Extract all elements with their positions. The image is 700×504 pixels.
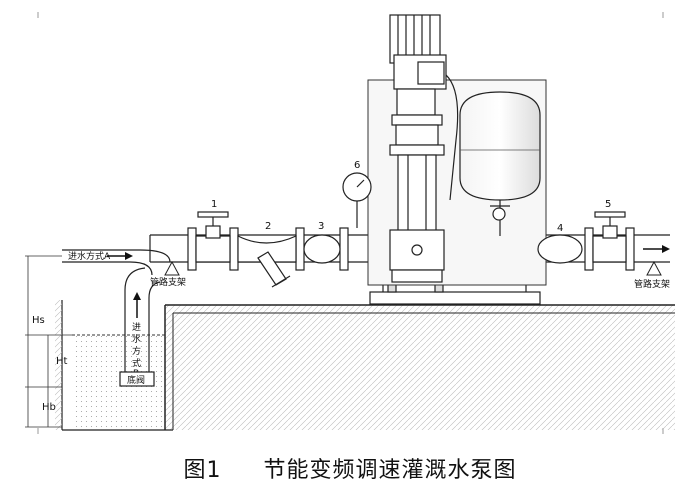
inlet-b-char: 方 xyxy=(132,345,141,357)
hs-label: Hs xyxy=(32,315,45,326)
pipe-support-left-label: 管路支架 xyxy=(150,276,186,288)
ht-label: Ht xyxy=(56,356,68,367)
inlet-a-arrow xyxy=(107,252,133,260)
inlet-b-char: 进 xyxy=(132,322,141,333)
y-strainer-2 xyxy=(237,235,297,288)
inlet-b-char: 水 xyxy=(132,333,141,345)
outlet-arrow xyxy=(643,245,670,253)
gate-valve-5 xyxy=(592,211,627,263)
inlet-a-label: 进水方式A xyxy=(68,250,111,262)
label-4: 4 xyxy=(557,223,563,234)
ground-slab xyxy=(164,304,675,430)
foot-valve-label: 底阀 xyxy=(127,374,145,386)
label-5: 5 xyxy=(605,199,611,210)
inlet-b-char: 式 xyxy=(132,357,141,369)
figure-number: 图1 xyxy=(183,458,222,483)
inlet-b-arrow xyxy=(133,292,141,318)
pump-base xyxy=(369,281,541,305)
figure-caption: 图1 节能变频调速灌溉水泵图 xyxy=(0,452,700,484)
pipe-support-right xyxy=(646,260,662,276)
inlet-pipe-a xyxy=(62,249,171,276)
inlet-pipe-b xyxy=(124,267,161,372)
pump-diagram: Hs Ht Hb 进水方式A 进 水 方 式 B 底阀 xyxy=(25,12,675,434)
hb-label: Hb xyxy=(42,402,56,413)
soft-joint-3 xyxy=(303,234,341,264)
pipe-support-right-label: 管路支架 xyxy=(634,278,670,290)
label-2: 2 xyxy=(265,221,271,232)
vertical-pump xyxy=(389,14,459,283)
label-3: 3 xyxy=(318,221,324,232)
water-tank xyxy=(55,300,173,431)
pressure-tank xyxy=(459,91,541,236)
foot-valve xyxy=(119,371,155,387)
pipe-support-left xyxy=(164,260,180,276)
dimension-lines xyxy=(25,255,72,428)
figure-title: 节能变频调速灌溉水泵图 xyxy=(263,458,517,483)
label-6: 6 xyxy=(354,160,360,171)
pressure-gauge-6 xyxy=(342,172,372,228)
label-1: 1 xyxy=(211,199,217,210)
soft-joint-4 xyxy=(537,234,583,264)
gate-valve-1 xyxy=(195,211,231,263)
